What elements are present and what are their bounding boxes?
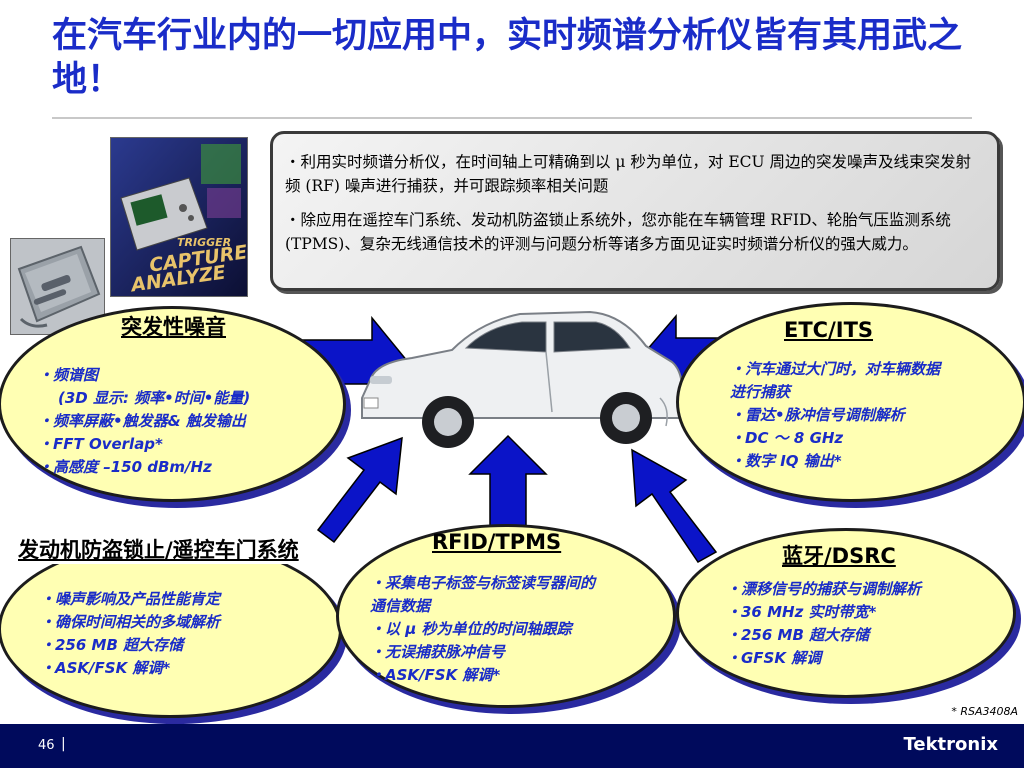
ellipse-title-bluetooth-dsrc: 蓝牙/DSRC bbox=[782, 544, 896, 568]
footnote: * RSA3408A bbox=[951, 705, 1018, 718]
slide-title: 在汽车行业内的一切应用中，实时频谱分析仪皆有其用武之地！ bbox=[52, 15, 963, 100]
ellipse-etc-its bbox=[676, 302, 1024, 502]
list-immobilizer: ・噪声影响及产品性能肯定 ・确保时间相关的多域解析 ・256 MB 超大存储 ・… bbox=[40, 588, 220, 680]
list-item: ・以 μ 秒为单位的时间轴跟踪 bbox=[370, 620, 572, 638]
ellipse-bluetooth-dsrc bbox=[676, 528, 1016, 698]
list-item: ・DC ～ 8 GHz bbox=[730, 429, 844, 447]
arrow-from-immobilizer bbox=[316, 436, 403, 544]
list-item: ・确保时间相关的多域解析 bbox=[40, 613, 221, 631]
info-bullet-ecu-noise: ・利用实时频谱分析仪，在时间轴上可精确到以 μ 秒为单位，对 ECU 周边的突发… bbox=[285, 153, 972, 195]
page-number: 46 bbox=[38, 738, 55, 753]
ellipse-immobilizer bbox=[0, 540, 342, 718]
info-bullet-applications: ・除应用在遥控车门系统、发动机防盗锁止系统外，您亦能在车辆管理 RFID、轮胎气… bbox=[285, 211, 951, 253]
list-item: ・36 MHz 实时带宽* bbox=[726, 603, 877, 621]
list-item: ・频率屏蔽•触发器& 触发输出 bbox=[38, 412, 246, 430]
page-number-separator: | bbox=[61, 736, 66, 752]
title-divider bbox=[52, 117, 972, 119]
ellipse-burst-noise bbox=[0, 306, 346, 502]
ellipse-title-burst-noise: 突发性噪音 bbox=[121, 315, 226, 339]
list-item: ・高感度 –150 dBm/Hz bbox=[38, 458, 212, 476]
list-item: ・漂移信号的捕获与调制解析 bbox=[726, 580, 922, 598]
list-item: ・ASK/FSK 解调* bbox=[370, 666, 501, 684]
list-item: ・数字 IQ 输出* bbox=[730, 452, 842, 470]
ellipse-title-immobilizer: 发动机防盗锁止/遥控车门系统 bbox=[18, 534, 299, 564]
list-item: ・FFT Overlap* bbox=[38, 435, 163, 453]
list-item: 进行捕获 bbox=[730, 383, 791, 401]
car-illustration bbox=[361, 310, 684, 448]
list-item: ・采集电子标签与标签读写器间的 bbox=[370, 574, 596, 592]
list-etc-its: ・汽车通过大门时，对车辆数据 进行捕获 ・雷达•脉冲信号调制解析 ・DC ～ 8… bbox=[730, 358, 940, 473]
tektronix-logo: Tektronix bbox=[903, 734, 998, 755]
arrow-from-bluetooth-dsrc bbox=[631, 448, 718, 563]
ellipse-title-rfid-tpms: RFID/TPMS bbox=[432, 530, 562, 554]
list-item: ・雷达•脉冲信号调制解析 bbox=[730, 406, 905, 424]
list-item: ・频谱图 bbox=[38, 366, 99, 384]
product-word-trigger: TRIGGER bbox=[177, 236, 232, 249]
list-rfid-tpms: ・采集电子标签与标签读写器间的 通信数据 ・以 μ 秒为单位的时间轴跟踪 ・无误… bbox=[370, 572, 595, 687]
product-trigger-capture-analyze-image: TRIGGER CAPTURE ANALYZE bbox=[110, 137, 248, 297]
list-item: ・256 MB 超大存储 bbox=[40, 636, 184, 654]
ellipse-title-etc-its: ETC/ITS bbox=[784, 318, 874, 342]
list-item: ・噪声影响及产品性能肯定 bbox=[40, 590, 221, 608]
list-item: ・ASK/FSK 解调* bbox=[40, 659, 171, 677]
list-item: (3D 显示: 频率•时间•能量) bbox=[58, 389, 251, 407]
list-burst-noise: ・频谱图 (3D 显示: 频率•时间•能量) ・频率屏蔽•触发器& 触发输出 ・… bbox=[38, 364, 250, 479]
ellipse-rfid-tpms bbox=[336, 524, 676, 708]
list-item: ・无误捕获脉冲信号 bbox=[370, 643, 506, 661]
list-item: ・GFSK 解调 bbox=[726, 649, 822, 667]
list-item: ・汽车通过大门时，对车辆数据 bbox=[730, 360, 941, 378]
list-item: ・256 MB 超大存储 bbox=[726, 626, 870, 644]
arrow-from-rfid-tpms bbox=[468, 434, 548, 529]
list-bluetooth-dsrc: ・漂移信号的捕获与调制解析 ・36 MHz 实时带宽* ・256 MB 超大存储… bbox=[726, 578, 921, 670]
footer-bar: 46 | Tektronix bbox=[0, 724, 1024, 768]
list-item: 通信数据 bbox=[370, 597, 431, 615]
info-box: ・利用实时频谱分析仪，在时间轴上可精确到以 μ 秒为单位，对 ECU 周边的突发… bbox=[270, 131, 1000, 291]
